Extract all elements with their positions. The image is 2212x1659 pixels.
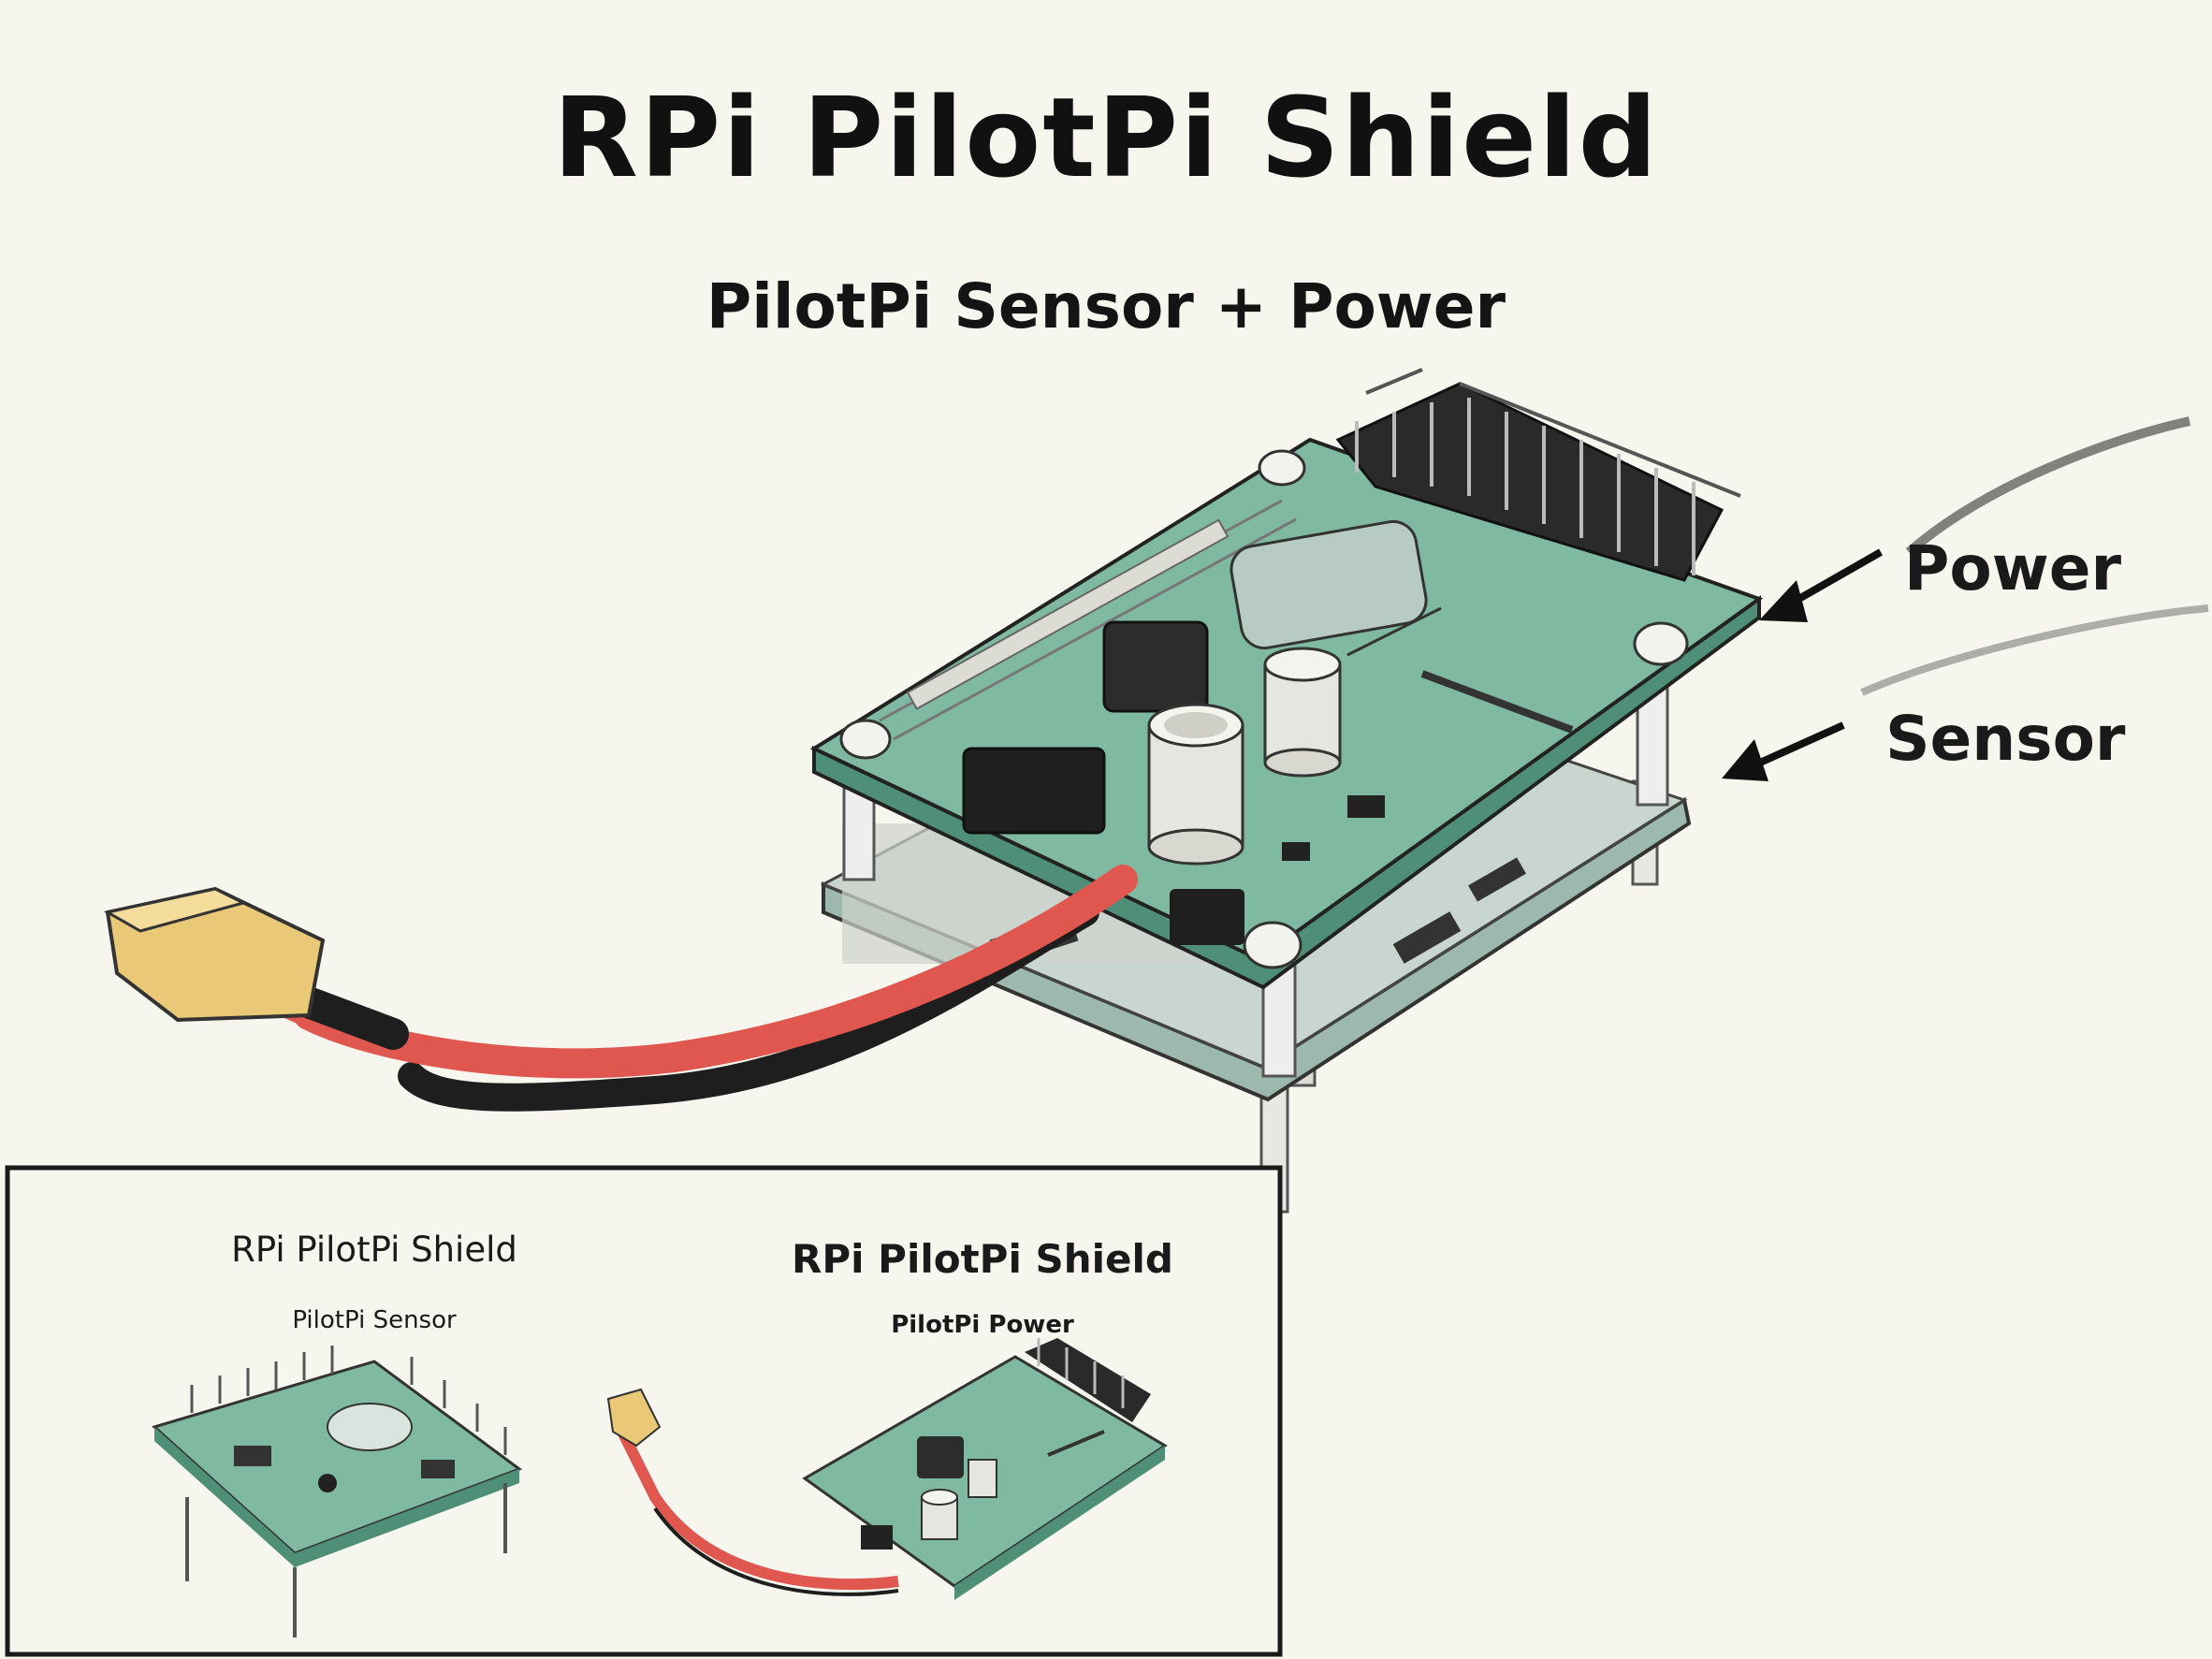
inductor-small: [962, 747, 1106, 835]
inset-right-subtitle: PilotPi Power: [891, 1311, 1074, 1339]
callout-sensor: Sensor: [1885, 703, 2126, 775]
gpio-header: [1335, 382, 1724, 582]
capacitor-large: [1147, 703, 1244, 866]
page-title: RPi PilotPi Shield: [552, 73, 1660, 202]
power-arrow: [1759, 548, 1883, 622]
capacitor-small: [1263, 647, 1342, 778]
page-subtitle: PilotPi Sensor + Power: [706, 270, 1506, 342]
inset-power-board: [606, 1338, 1168, 1600]
inset-right-title: RPi PilotPi Shield: [792, 1236, 1173, 1282]
callout-power: Power: [1904, 532, 2121, 604]
inductor-large: [1102, 620, 1209, 713]
inset-sensor-board: [152, 1346, 523, 1637]
xt60-connector: [103, 886, 326, 1023]
sensor-arrow: [1722, 721, 1845, 781]
inset-left-title: RPi PilotPi Shield: [231, 1230, 517, 1270]
main-board-stack: [103, 368, 1764, 1214]
inset-left-subtitle: PilotPi Sensor: [292, 1306, 457, 1334]
